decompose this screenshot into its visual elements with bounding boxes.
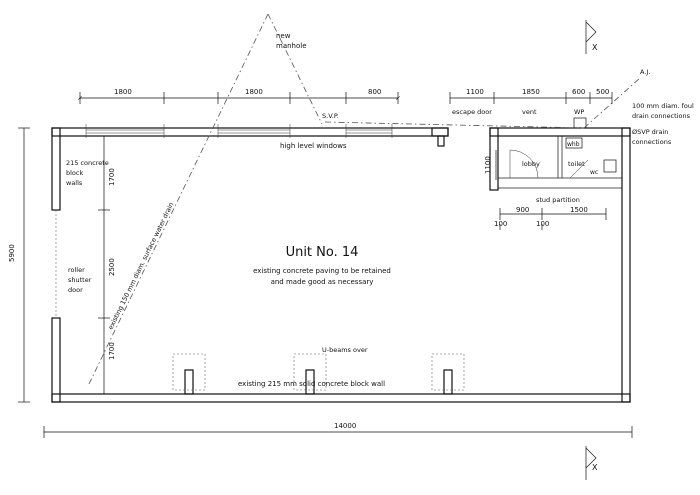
section-markers [585, 20, 597, 480]
high-level-windows-label: high level windows [280, 142, 347, 150]
outer-walls [51, 127, 631, 403]
block-walls-label-3: walls [66, 179, 83, 187]
roller-door-label-3: door [68, 286, 83, 294]
dimension-lines [18, 92, 633, 438]
dim-left-1: 1700 [108, 168, 116, 186]
toilet-label: toilet [568, 160, 585, 168]
block-walls-label-1: 215 concrete [66, 159, 109, 167]
existing-wall-label: existing 215 mm solid concrete block wal… [238, 380, 385, 388]
dim-top-right-4: 500 [596, 88, 609, 96]
escape-door-label: escape door [452, 108, 492, 116]
whb-label: whb [567, 141, 580, 148]
dim-top-right-2: 1850 [522, 88, 540, 96]
roller-door-label-1: roller [68, 266, 85, 274]
u-beams [172, 353, 465, 391]
surface-water-drain-line [87, 13, 641, 387]
toilet-block [497, 117, 623, 189]
svp-drain-label-2: connections [632, 138, 672, 146]
paving-note-line1: existing concrete paving to be retained [253, 267, 391, 275]
dim-overall-width: 14000 [334, 422, 356, 430]
block-walls-label-2: block [66, 169, 83, 177]
dim-partition-1: 900 [516, 206, 529, 214]
stud-partition-label: stud partition [536, 196, 580, 204]
dim-lobby-height: 1100 [484, 156, 492, 174]
dim-top-left-3: 800 [368, 88, 381, 96]
high-level-windows [85, 124, 393, 138]
dim-partition-2: 1500 [570, 206, 588, 214]
vent-label: vent [522, 108, 537, 116]
dim-partition-4: 100 [536, 220, 549, 228]
dim-top-right-1: 1100 [466, 88, 484, 96]
svp-drain-label-1: ØSVP drain [632, 128, 668, 136]
dim-overall-height: 5900 [8, 244, 16, 262]
roller-door-label-2: shutter [68, 276, 92, 284]
drain-label: existing 150 mm diam. surface water drai… [107, 201, 176, 331]
wc-label: wc [590, 169, 598, 176]
dim-top-right-3: 600 [572, 88, 585, 96]
new-manhole-label-2: manhole [276, 42, 307, 50]
foul-drain-label-1: 100 mm diam. foul [632, 102, 694, 110]
aj-label: A.J. [640, 68, 650, 76]
dim-top-left-2: 1800 [245, 88, 263, 96]
dim-left-3: 1700 [108, 342, 116, 360]
section-mark-bottom: X [592, 463, 598, 472]
wp-label: WP [574, 108, 584, 116]
u-beams-label: U-beams over [322, 346, 368, 354]
foul-drain-label-2: drain connections [632, 112, 691, 120]
lobby-label: lobby [522, 160, 540, 168]
new-manhole-label-1: new [276, 32, 291, 40]
svp-label: S.V.P. [322, 112, 339, 120]
dim-left-2: 2500 [108, 258, 116, 276]
dim-top-left-1: 1800 [114, 88, 132, 96]
section-mark-top: X [592, 43, 598, 52]
dim-partition-3: 100 [494, 220, 507, 228]
paving-note-line2: and made good as necessary [271, 278, 374, 286]
unit-title: Unit No. 14 [286, 245, 359, 260]
